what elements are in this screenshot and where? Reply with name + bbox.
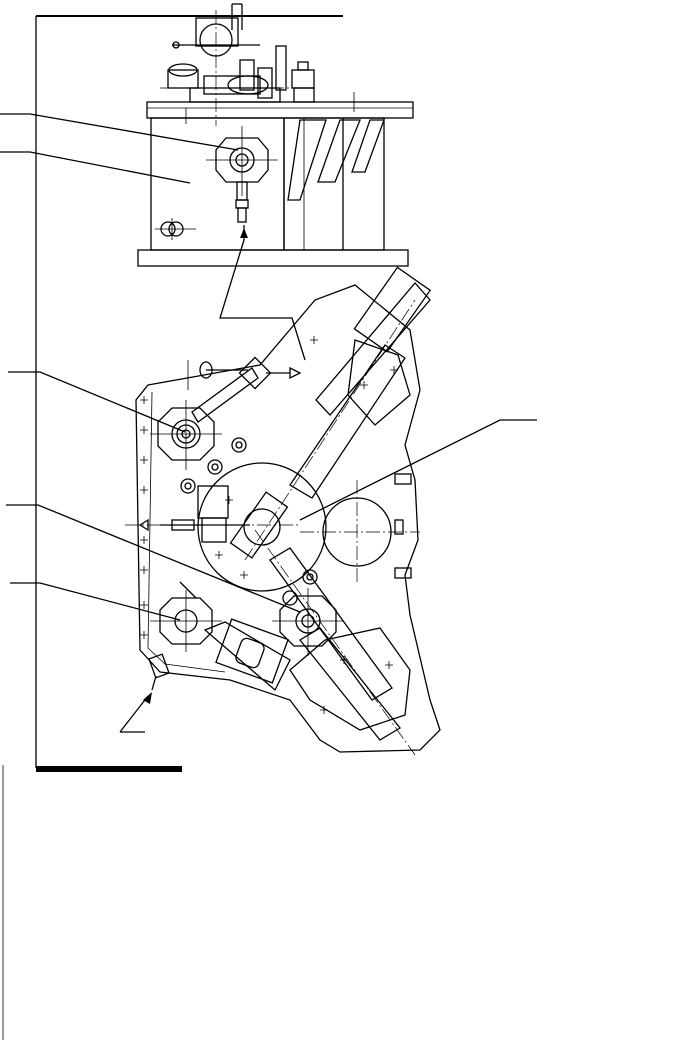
upper-assembly-view xyxy=(137,3,414,267)
lower-left-nut-icon xyxy=(150,581,222,652)
callout-leader-6 xyxy=(299,419,537,521)
connector-leader xyxy=(219,225,306,361)
lock-nut-icon xyxy=(206,126,278,223)
cross-marks xyxy=(140,336,398,714)
upper-bolt-icon xyxy=(150,400,222,470)
lower-bolt-icon xyxy=(272,588,344,656)
lower-assembly-view xyxy=(119,266,441,756)
callout-leader-3 xyxy=(8,371,186,433)
callout-leaders xyxy=(0,113,537,621)
callout-leader-2 xyxy=(0,151,191,184)
callout-leader-1 xyxy=(0,113,239,151)
callout-leader-4 xyxy=(6,504,301,613)
callout-leader-5 xyxy=(10,582,181,621)
page-frame xyxy=(2,15,343,1040)
